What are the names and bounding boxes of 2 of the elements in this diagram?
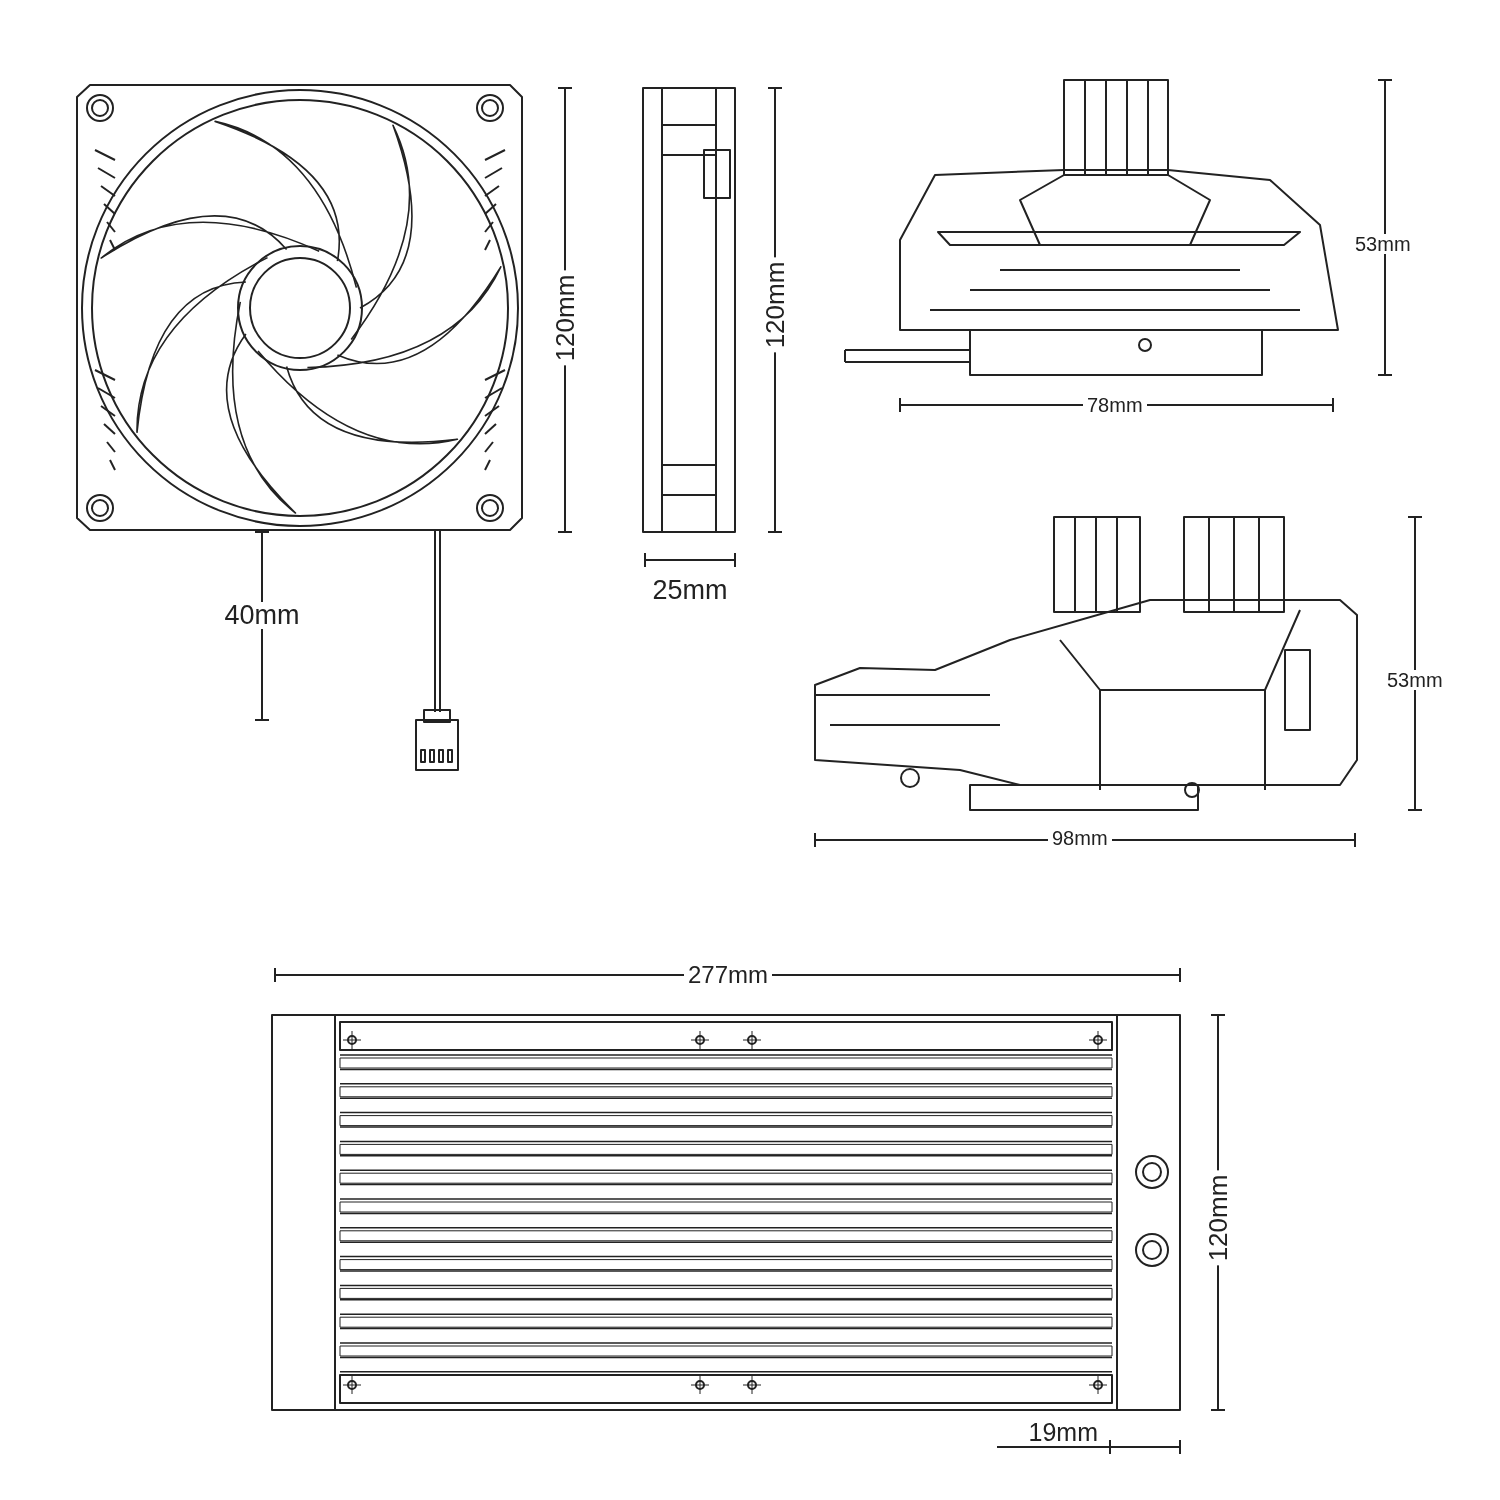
dimension-label: 98mm	[1048, 828, 1112, 848]
dimension-label: 78mm	[1083, 395, 1147, 415]
